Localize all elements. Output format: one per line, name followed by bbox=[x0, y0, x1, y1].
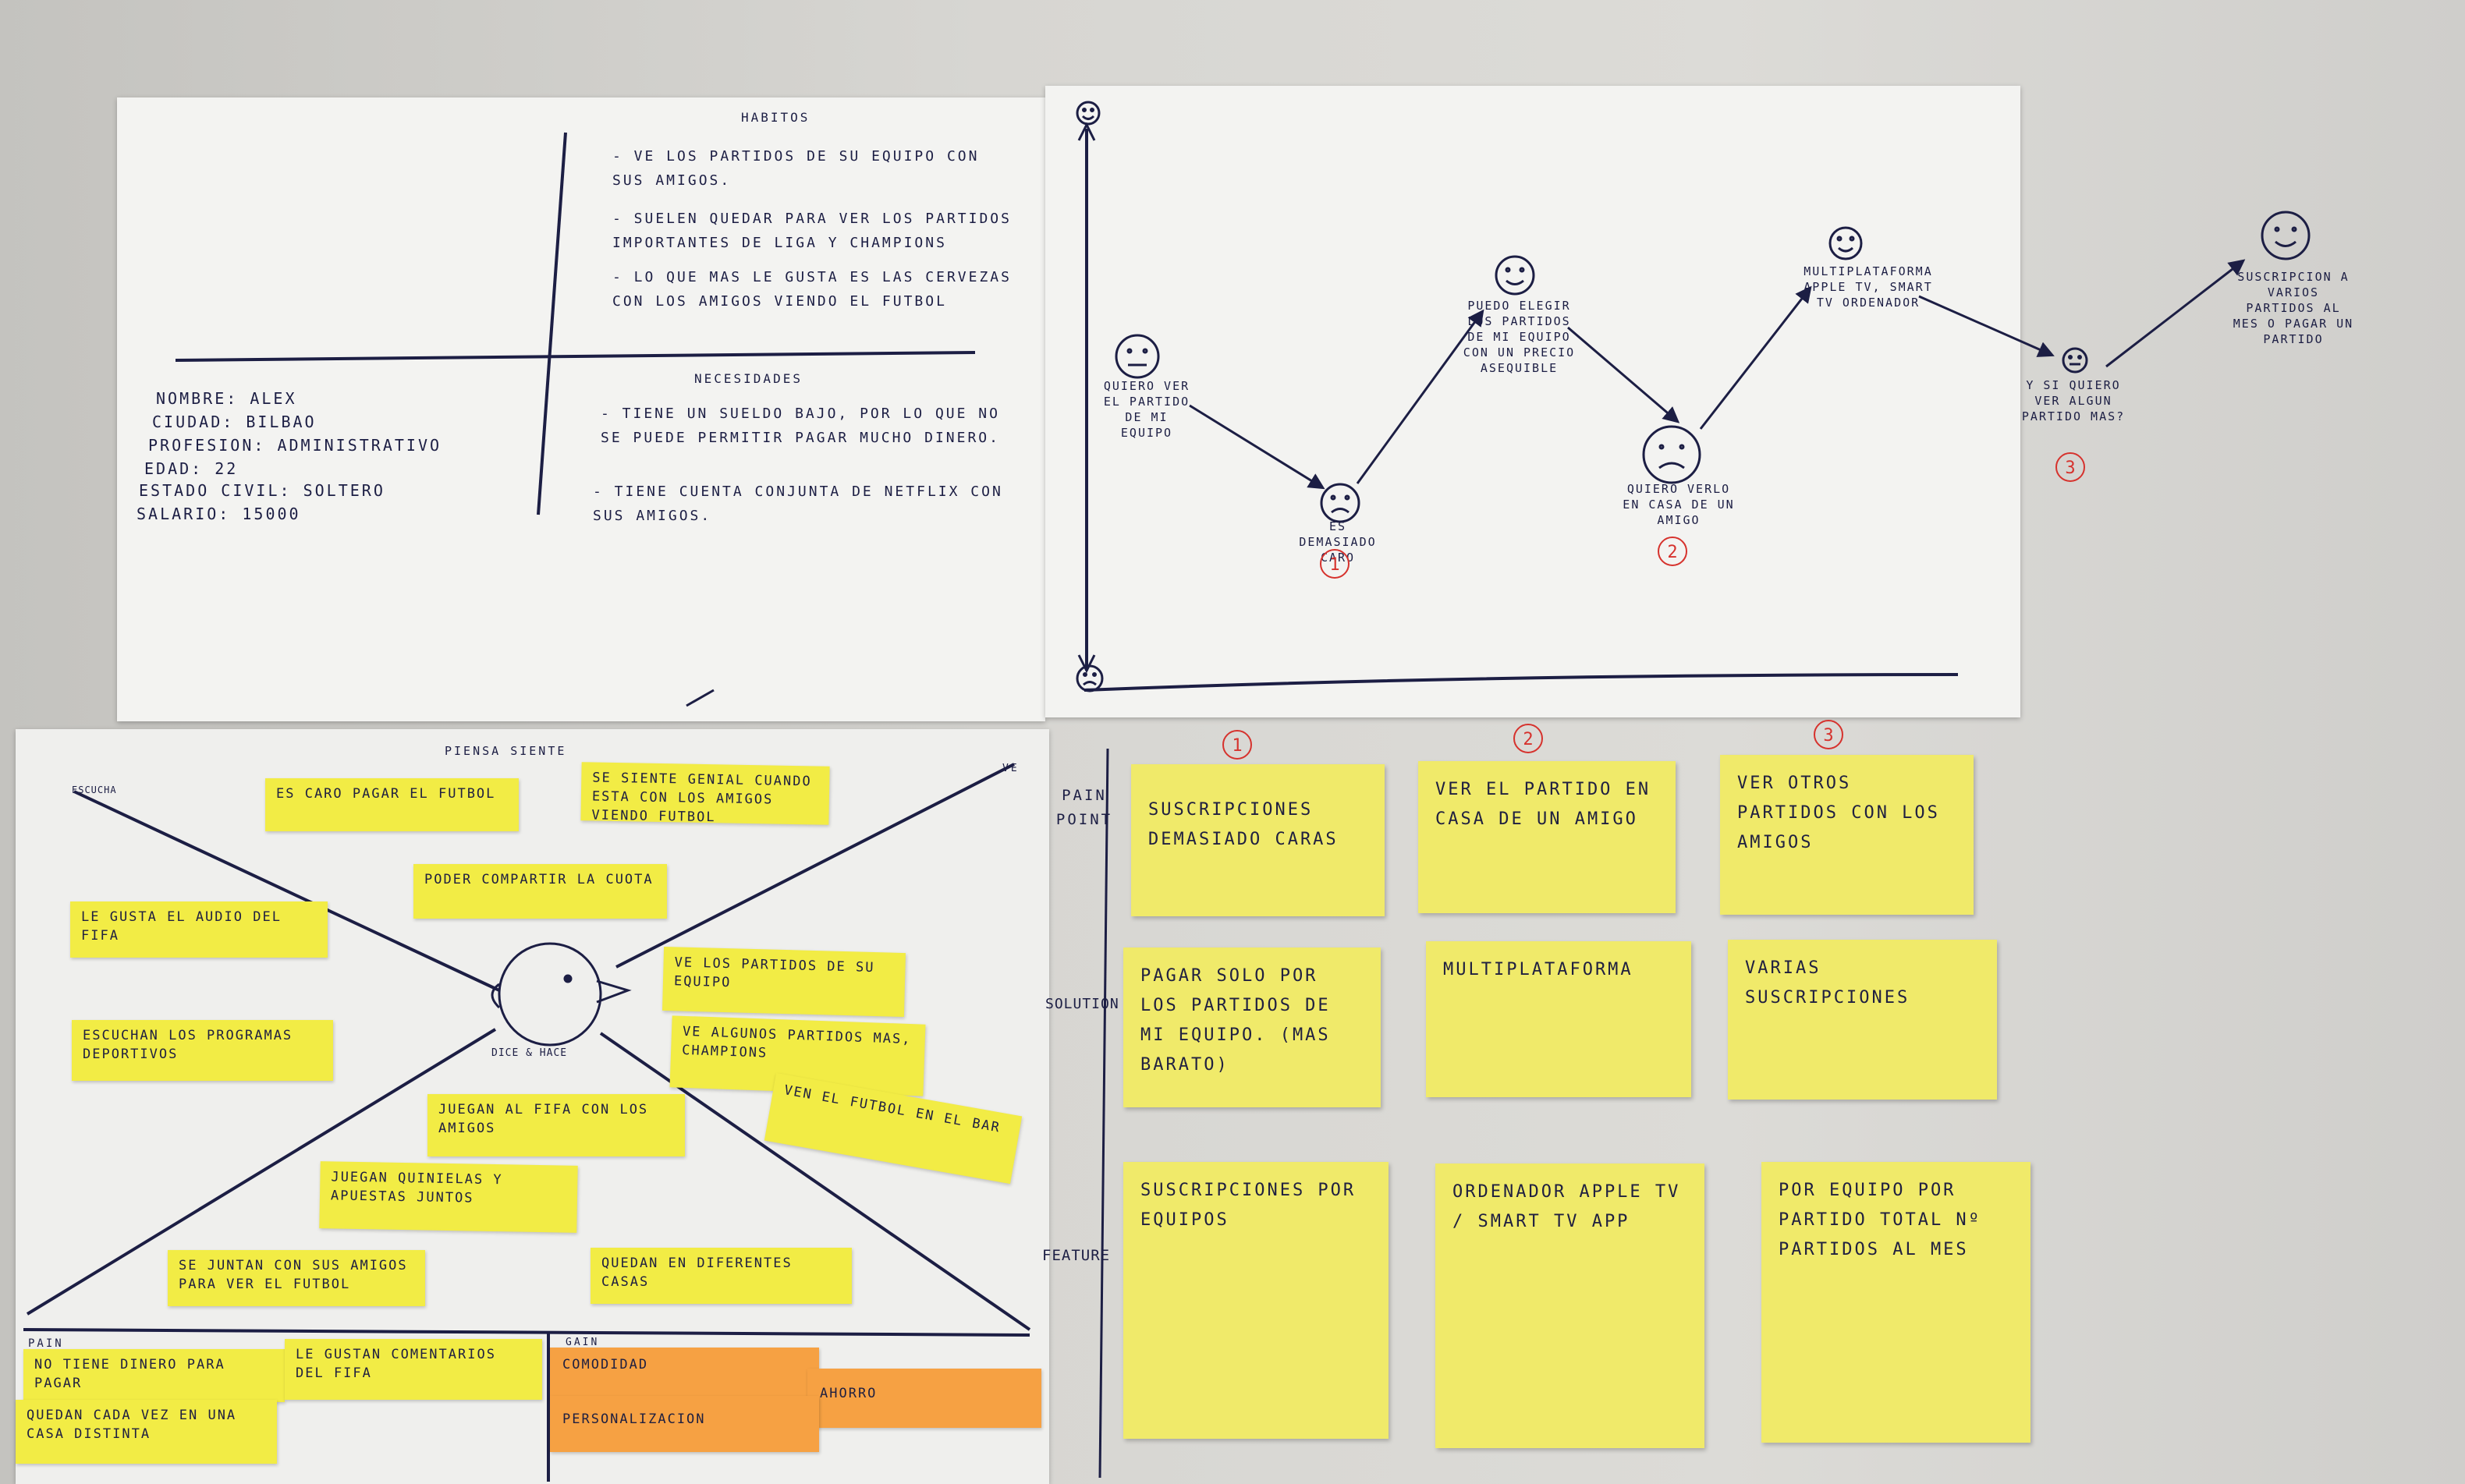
matrix-column-3: 3 bbox=[1814, 720, 1843, 749]
journey-stage-1: QUIERO VER EL PARTIDO DE MI EQUIPO bbox=[1103, 379, 1190, 440]
profile-city: CIUDAD: BILBAO bbox=[152, 413, 317, 431]
journey-marker-1: 1 bbox=[1320, 549, 1350, 579]
neutral-face-icon bbox=[2062, 347, 2088, 374]
profile-name: NOMBRE: ALEX bbox=[156, 389, 297, 408]
happy-face-icon bbox=[1828, 226, 1863, 260]
profile-job: PROFESION: ADMINISTRATIVO bbox=[148, 436, 442, 455]
journey-stage-3: PUEDO ELEGIR LOS PARTIDOS DE MI EQUIPO C… bbox=[1463, 299, 1576, 375]
habits-title: HABITOS bbox=[741, 110, 810, 125]
empathy-note: QUEDAN EN DIFERENTES CASAS bbox=[591, 1248, 852, 1304]
matrix-cell-feature-3: POR EQUIPO POR PARTIDO TOTAL Nº PARTIDOS… bbox=[1761, 1162, 2031, 1443]
pain-note: QUEDAN CADA VEZ EN UNA CASA DISTINTA bbox=[16, 1400, 277, 1464]
journey-marker-2: 2 bbox=[1658, 537, 1687, 566]
journey-stage-4: QUIERO VERLO EN CASA DE UN AMIGO bbox=[1623, 482, 1735, 527]
empathy-note: PODER COMPARTIR LA CUOTA bbox=[413, 864, 667, 919]
need-2: - TIENE CUENTA CONJUNTA DE NETFLIX CON S… bbox=[593, 483, 1003, 524]
journey-marker-3: 3 bbox=[2055, 452, 2085, 482]
journey-stage-6: Y SI QUIERO VER ALGUN PARTIDO MAS? bbox=[2021, 378, 2126, 423]
matrix-cell-solution-2: MULTIPLATAFORMA bbox=[1426, 941, 1691, 1097]
happy-face-icon bbox=[1495, 255, 1535, 296]
matrix-cell-pain-1: SUSCRIPCIONES DEMASIADO CARAS bbox=[1131, 764, 1385, 916]
profile-salary: SALARIO: 15000 bbox=[137, 505, 301, 523]
empathy-note: SE JUNTAN CON SUS AMIGOS PARA VER EL FUT… bbox=[168, 1250, 425, 1306]
matrix-cell-solution-3: VARIAS SUSCRIPCIONES bbox=[1728, 940, 1997, 1100]
journey-stage-7: SUSCRIPCION A VARIOS PARTIDOS AL MES O P… bbox=[2233, 270, 2354, 346]
empathy-title: PIENSA SIENTE bbox=[445, 744, 567, 758]
empathy-note: ES CARO PAGAR EL FUTBOL bbox=[265, 778, 519, 831]
happy-face-icon bbox=[1076, 101, 1101, 126]
empathy-note: ESCUCHAN LOS PROGRAMAS DEPORTIVOS bbox=[72, 1020, 333, 1081]
empathy-dice-hace: DICE & HACE bbox=[491, 1047, 568, 1059]
needs-title: NECESIDADES bbox=[694, 371, 803, 386]
matrix-column-1: 1 bbox=[1222, 730, 1252, 760]
empathy-note: JUEGAN AL FIFA CON LOS AMIGOS bbox=[427, 1094, 685, 1156]
profile-age: EDAD: 22 bbox=[144, 459, 239, 478]
persona-sheet bbox=[117, 97, 1045, 721]
sad-face-icon bbox=[1642, 425, 1701, 484]
gain-note: AHORRO bbox=[807, 1369, 1041, 1428]
pain-note: NO TIENE DINERO PARA PAGAR bbox=[23, 1349, 285, 1402]
neutral-face-icon bbox=[1115, 334, 1160, 379]
matrix-cell-feature-2: ORDENADOR APPLE TV / SMART TV APP bbox=[1435, 1163, 1704, 1448]
matrix-cell-feature-1: SUSCRIPCIONES POR EQUIPOS bbox=[1123, 1162, 1389, 1439]
gain-note: COMODIDAD bbox=[550, 1348, 819, 1401]
matrix-cell-pain-3: VER OTROS PARTIDOS CON LOS AMIGOS bbox=[1720, 755, 1974, 915]
gain-note: PERSONALIZACION bbox=[550, 1396, 819, 1452]
row-label-feature: FEATURE bbox=[1042, 1247, 1111, 1264]
pain-note: LE GUSTAN COMENTARIOS DEL FIFA bbox=[285, 1339, 542, 1400]
habit-3: - LO QUE MAS LE GUSTA ES LAS CERVEZAS CO… bbox=[612, 269, 1012, 310]
empathy-ve: VE bbox=[1002, 763, 1020, 774]
empathy-escucha: ESCUCHA bbox=[72, 785, 117, 795]
need-1: - TIENE UN SUELDO BAJO, POR LO QUE NO SE… bbox=[601, 406, 1000, 446]
journey-sheet bbox=[1045, 86, 2020, 717]
happy-face-icon bbox=[2261, 211, 2311, 260]
row-label-pain-point: PAIN POINT bbox=[1055, 787, 1113, 828]
matrix-column-2: 2 bbox=[1513, 724, 1543, 753]
matrix-cell-solution-1: PAGAR SOLO POR LOS PARTIDOS DE MI EQUIPO… bbox=[1123, 947, 1381, 1107]
sad-face-icon bbox=[1320, 483, 1360, 523]
habit-2: - SUELEN QUEDAR PARA VER LOS PARTIDOS IM… bbox=[612, 211, 1012, 251]
journey-stage-5: MULTIPLATAFORMA APPLE TV, SMART TV ORDEN… bbox=[1804, 264, 1933, 310]
gain-title: GAIN bbox=[566, 1337, 600, 1348]
sad-face-icon bbox=[1076, 664, 1104, 692]
habit-1: - VE LOS PARTIDOS DE SU EQUIPO CON SUS A… bbox=[612, 148, 980, 189]
pain-title: PAIN bbox=[28, 1337, 64, 1350]
empathy-note: LE GUSTA EL AUDIO DEL FIFA bbox=[70, 901, 328, 958]
matrix-cell-pain-2: VER EL PARTIDO EN CASA DE UN AMIGO bbox=[1418, 761, 1676, 913]
head-drawing bbox=[491, 942, 632, 1047]
profile-civil: ESTADO CIVIL: SOLTERO bbox=[139, 481, 385, 500]
row-label-solution: SOLUTION bbox=[1045, 996, 1119, 1012]
